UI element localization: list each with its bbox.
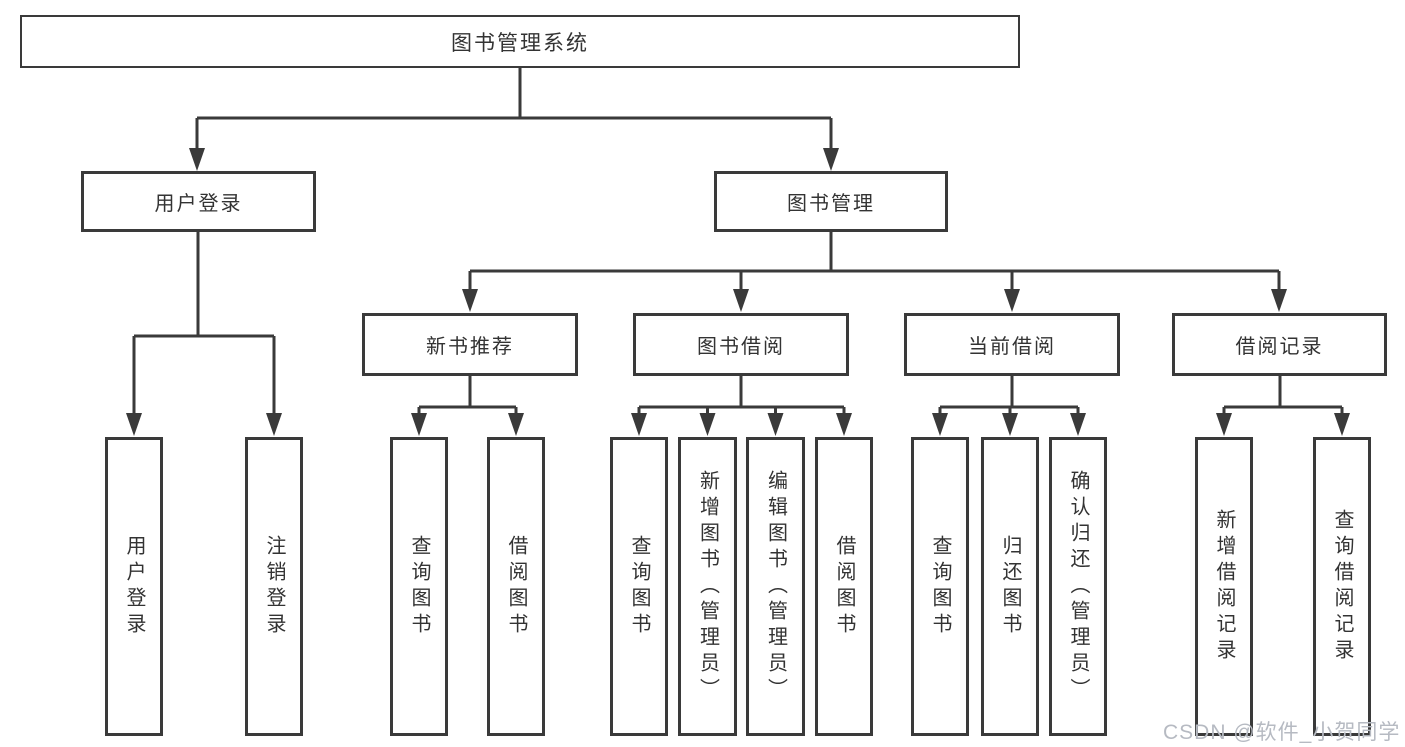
leaf-borrow-books: 借阅图书 bbox=[815, 437, 873, 736]
leaf-add-books-admin: 新增图书（管理员） bbox=[678, 437, 737, 736]
leaf-user-login: 用户登录 bbox=[105, 437, 163, 736]
leaf-query-books-borrow: 查询图书 bbox=[610, 437, 668, 736]
node-book-management-branch: 图书管理 bbox=[714, 171, 948, 232]
leaf-borrow-books-recommend: 借阅图书 bbox=[487, 437, 545, 736]
leaf-edit-books-admin: 编辑图书（管理员） bbox=[746, 437, 805, 736]
leaf-add-borrow-record: 新增借阅记录 bbox=[1195, 437, 1253, 736]
node-user-login-branch: 用户登录 bbox=[81, 171, 316, 232]
node-system-root: 图书管理系统 bbox=[20, 15, 1020, 68]
node-new-book-recommend: 新书推荐 bbox=[362, 313, 578, 376]
leaf-return-books: 归还图书 bbox=[981, 437, 1039, 736]
node-current-borrowing: 当前借阅 bbox=[904, 313, 1120, 376]
csdn-watermark: CSDN @软件_小贺同学 bbox=[1163, 721, 1401, 744]
leaf-query-books-current: 查询图书 bbox=[911, 437, 969, 736]
leaf-logout: 注销登录 bbox=[245, 437, 303, 736]
node-book-borrowing: 图书借阅 bbox=[633, 313, 849, 376]
node-borrowing-records: 借阅记录 bbox=[1172, 313, 1387, 376]
leaf-query-books-recommend: 查询图书 bbox=[390, 437, 448, 736]
leaf-confirm-return-admin: 确认归还（管理员） bbox=[1049, 437, 1107, 736]
leaf-query-borrow-record: 查询借阅记录 bbox=[1313, 437, 1371, 736]
